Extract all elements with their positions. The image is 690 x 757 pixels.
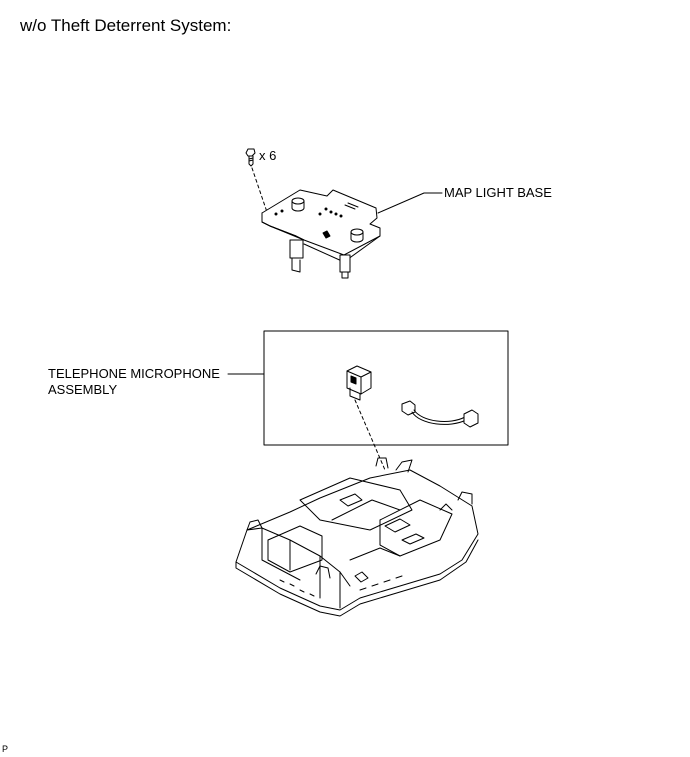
section-heading: w/o Theft Deterrent System: [20,16,232,35]
screw-icon [245,148,256,167]
screw-dashed-line [251,167,269,216]
screw-quantity-label: x 6 [259,148,277,163]
mic-dashed-line [354,399,386,471]
map-light-base-label: MAP LIGHT BASE [444,185,552,200]
map-light-base-part [261,189,381,279]
telephone-mic-box [263,330,509,446]
map-light-leader [377,192,443,214]
wire-harness-part [401,400,479,428]
console-housing-part [235,457,479,617]
telephone-microphone-label-line2: ASSEMBLY [48,382,118,397]
telephone-microphone-label-line1: TELEPHONE MICROPHONE [48,366,220,381]
figure-code: P [2,744,9,754]
telephone-microphone-label: TELEPHONE MICROPHONE ASSEMBLY [48,366,220,398]
microphone-part [346,365,372,401]
